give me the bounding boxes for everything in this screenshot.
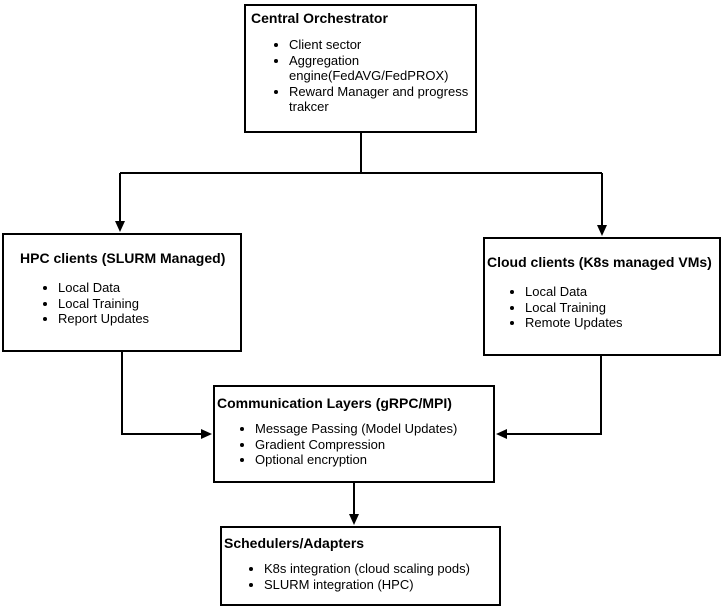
node-central-orchestrator: Central Orchestrator Client sector Aggre… <box>244 4 477 133</box>
list-item: Local Data <box>58 280 236 296</box>
node-title: Schedulers/Adapters <box>224 535 365 551</box>
node-title: Communication Layers (gRPC/MPI) <box>217 395 452 411</box>
node-item-list: K8s integration (cloud scaling pods) SLU… <box>222 561 499 592</box>
list-item: SLURM integration (HPC) <box>264 577 495 593</box>
node-title: Central Orchestrator <box>251 10 388 26</box>
list-item: Gradient Compression <box>255 437 489 453</box>
arrowhead-cloud <box>597 225 607 236</box>
list-item: Local Training <box>58 296 236 312</box>
list-item: Client sector <box>289 37 471 53</box>
arrowhead-comm-right <box>496 429 507 439</box>
node-item-list: Message Passing (Model Updates) Gradient… <box>215 421 493 468</box>
node-item-list: Local Data Local Training Remote Updates <box>485 284 719 331</box>
node-communication-layers: Communication Layers (gRPC/MPI) Message … <box>213 385 495 483</box>
node-schedulers-adapters: Schedulers/Adapters K8s integration (clo… <box>220 526 501 606</box>
node-item-list: Local Data Local Training Report Updates <box>4 280 240 327</box>
list-item: Local Training <box>525 300 715 316</box>
list-item: Reward Manager and progress trakcer <box>289 84 471 115</box>
list-item: Optional encryption <box>255 452 489 468</box>
node-title: Cloud clients (K8s managed VMs) <box>487 254 712 270</box>
list-item: K8s integration (cloud scaling pods) <box>264 561 495 577</box>
list-item: Local Data <box>525 284 715 300</box>
list-item: Report Updates <box>58 311 236 327</box>
arrowhead-sched <box>349 514 359 525</box>
node-title: HPC clients (SLURM Managed) <box>20 250 226 266</box>
node-item-list: Client sector Aggregation engine(FedAVG/… <box>246 37 475 115</box>
connector-hpc-comm <box>121 352 201 435</box>
arrowhead-comm-left <box>201 429 212 439</box>
node-hpc-clients: HPC clients (SLURM Managed) Local Data L… <box>2 233 242 352</box>
arrowhead-hpc <box>115 221 125 232</box>
connector-cloud-comm <box>507 356 602 435</box>
list-item: Remote Updates <box>525 315 715 331</box>
list-item: Aggregation engine(FedAVG/FedPROX) <box>289 53 471 84</box>
list-item: Message Passing (Model Updates) <box>255 421 489 437</box>
node-cloud-clients: Cloud clients (K8s managed VMs) Local Da… <box>483 237 721 356</box>
